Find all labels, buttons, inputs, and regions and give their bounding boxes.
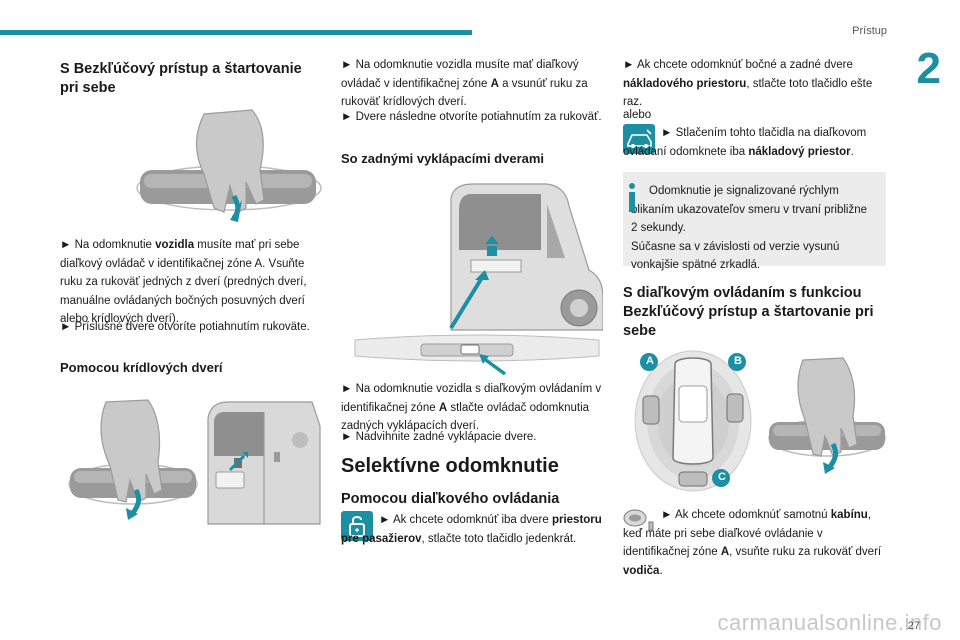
text-bold: nákladový priestor: [748, 145, 851, 158]
hand-on-handle-illustration: [68, 399, 198, 520]
text-bold: A: [438, 401, 448, 414]
text-bold: kabínu: [830, 509, 868, 521]
subhead-remote: Pomocou diaľkového ovládania: [341, 491, 560, 507]
text-run: ► Ak chcete odomknúť bočné a zadné dvere: [623, 59, 853, 71]
text-run: ► Na odomknutie vozidla s diaľkovým ovlá…: [341, 383, 602, 414]
text-bold: vodiča: [623, 564, 660, 577]
van-rear-icon: [623, 124, 655, 154]
watermark: carmanualsonline.info: [717, 610, 942, 635]
text-bold: nákladového priestoru: [623, 77, 747, 90]
paragraph-wing-open: ► Dvere následne otvoríte potiahnutím za…: [341, 111, 602, 123]
paragraph-unlock-vehicle: ► Na odomknutie vozidla musíte mať pri s…: [60, 236, 320, 329]
zone-label-a: A: [646, 355, 654, 367]
paragraph-cargo-unlock: ► Ak chcete odomknúť bočné a zadné dvere…: [623, 56, 888, 112]
text-run: ► Ak chcete odomknúť iba dvere: [379, 514, 552, 526]
text-run: stlačte ovládač odomknutia zadných vyklá…: [341, 401, 590, 433]
zone-label-c: C: [718, 471, 726, 483]
info-text-mirrors: Súčasne sa v závislosti od verzie vysunú…: [631, 240, 840, 272]
text-run: .: [850, 145, 854, 158]
text-run: , stlačte toto tlačidlo ešte raz.: [623, 77, 873, 109]
paragraph-cabin-unlock: ► Ak chcete odomknúť samotnú kabínu, keď…: [623, 506, 888, 580]
info-box: Odomknutie je signalizované rýchlym blik…: [623, 172, 886, 271]
text-run: , keď máte pri sebe diaľkové ovládanie v…: [623, 509, 872, 558]
section-heading-selective: Selektívne odomknutie: [341, 455, 559, 477]
hand-on-handle-illustration: [136, 109, 322, 222]
rear-wing-doors-illustration: [207, 401, 321, 525]
section-heading: S Bezkľúčový prístup a štartovanie pri s…: [60, 61, 302, 96]
info-text-signal: Odomknutie je signalizované rýchlym blik…: [631, 185, 868, 234]
text-run: ► Na odomknutie vozidla musíte mať diaľk…: [341, 59, 579, 90]
zone-label-b: B: [734, 355, 742, 367]
paragraph-open-door: ► Príslušné dvere otvoríte potiahnutím r…: [60, 321, 310, 333]
chapter-number: 2: [916, 44, 941, 93]
detection-zones-illustration: [634, 350, 752, 492]
section-heading-keyless: S diaľkovým ovládaním s funkciou Bezkľúč…: [623, 285, 874, 339]
hand-on-handle-illustration: [768, 357, 886, 474]
subhead-tailgate: So zadnými vyklápacími dverami: [341, 151, 545, 166]
text-bold: A: [720, 546, 730, 558]
paragraph-cargo-only: ► Stlačením tohto tlačidla na diaľkovom …: [623, 124, 888, 161]
paragraph-passenger-unlock: ► Ak chcete odomknúť iba dvere priestoru…: [341, 511, 603, 548]
text-or: alebo: [623, 109, 652, 121]
page-number: 27: [907, 620, 920, 632]
subhead-wing-doors: Pomocou krídlových dverí: [60, 360, 223, 375]
paragraph-tailgate-lift: ► Nadvihnite zadné vyklápacie dvere.: [341, 431, 537, 443]
header-accent-bar: [0, 30, 472, 35]
text-bold: A: [490, 77, 499, 90]
text-run: ► Ak chcete odomknúť samotnú: [661, 509, 831, 521]
paragraph-wing-unlock: ► Na odomknutie vozidla musíte mať diaľk…: [341, 56, 603, 112]
info-icon: [629, 183, 635, 212]
text-run: , stlačte toto tlačidlo jedenkrát.: [421, 532, 577, 545]
text-bold: vozidla: [155, 239, 195, 251]
tailgate-illustration: [354, 183, 603, 376]
text-run: .: [659, 564, 663, 577]
text-run: musíte mať pri sebe diaľkový ovládač v i…: [60, 239, 307, 325]
section-label: Prístup: [852, 25, 887, 37]
lock-open-icon: [341, 511, 373, 541]
text-run: ► Stlačením tohto tlačidla na diaľkovom …: [623, 127, 867, 158]
key-fob-icon: [623, 509, 654, 531]
text-bold: priestoru pre pasažierov: [341, 514, 602, 545]
text-run: , vsuňte ruku za rukoväť dverí: [729, 546, 882, 558]
text-run: a vsunúť ruku za rukoväť krídlových dver…: [341, 77, 588, 109]
text-run: ► Na odomknutie: [60, 239, 156, 251]
paragraph-tailgate-unlock: ► Na odomknutie vozidla s diaľkovým ovlá…: [341, 380, 603, 436]
